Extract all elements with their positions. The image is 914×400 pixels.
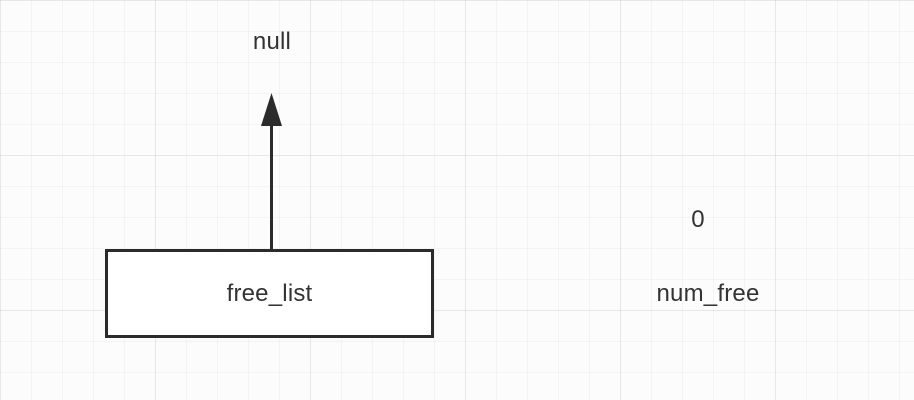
- pointer-arrowhead-icon: [261, 93, 282, 126]
- num-free-label: num_free: [656, 280, 760, 307]
- node-free-list-label: free_list: [226, 279, 313, 307]
- num-free-value: 0: [691, 206, 705, 233]
- node-free-list[interactable]: free_list: [105, 249, 434, 338]
- null-pointer-label: null: [252, 28, 292, 55]
